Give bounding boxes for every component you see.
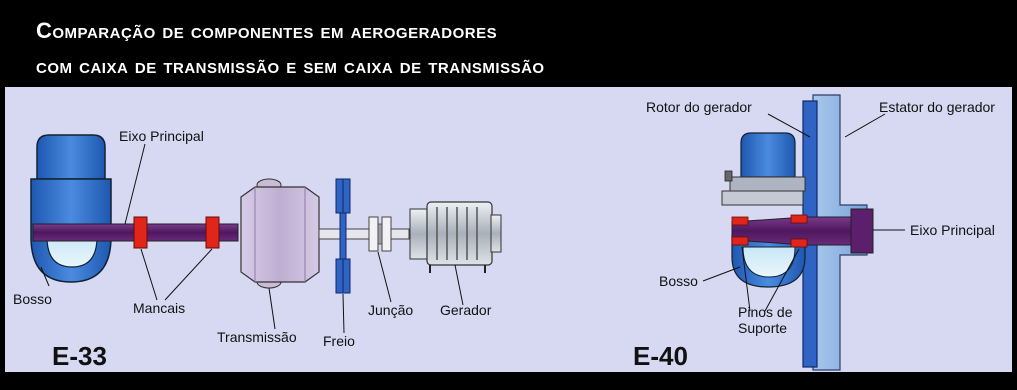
bottom-bar: [0, 372, 1017, 390]
hub-e40: [731, 234, 806, 288]
label-coupling: Junção: [368, 302, 413, 318]
label-brake: Freio: [323, 333, 355, 349]
label-support-pins-2: Suporte: [738, 320, 787, 336]
brake: [335, 178, 351, 294]
label-hub-e40: Bosso: [659, 273, 698, 289]
bearing-1: [133, 216, 148, 249]
label-generator-stator: Estator do gerador: [879, 99, 995, 115]
label-main-shaft-e40: Eixo Principal: [910, 222, 995, 238]
title-line-1: Comparação de componentes em aerogerador…: [36, 18, 498, 43]
title-bar: Comparação de componentes em aerogerador…: [0, 0, 1017, 87]
bearing-2: [205, 216, 220, 249]
label-generator: Gerador: [440, 302, 492, 318]
title-line-2: com caixa de transmissão e sem caixa de …: [36, 53, 545, 78]
nacelle: [721, 132, 806, 206]
code-e40: E-40: [633, 341, 688, 371]
e33-diagram: Eixo Principal Bosso Mancais Transmissão…: [13, 128, 502, 371]
label-hub-e33: Bosso: [13, 291, 52, 307]
comparison-diagram: Eixo Principal Bosso Mancais Transmissão…: [13, 94, 995, 371]
generator: [409, 201, 502, 273]
label-gearbox: Transmissão: [217, 329, 297, 345]
output-shaft: [318, 228, 410, 240]
label-bearings: Mancais: [133, 300, 185, 316]
coupling: [368, 216, 392, 252]
diagram-panel: Eixo Principal Bosso Mancais Transmissão…: [5, 87, 1012, 372]
e33-leader-lines: [40, 143, 464, 334]
e40-diagram: Rotor do gerador Estator do gerador Eixo…: [633, 94, 995, 371]
gearbox: [240, 178, 320, 289]
hub: [30, 134, 112, 283]
code-e33: E-33: [52, 341, 107, 371]
label-main-shaft-e33: Eixo Principal: [119, 128, 204, 144]
e40-leader-lines: [702, 113, 905, 312]
label-support-pins-1: Pinos de: [738, 304, 793, 320]
support-pins: [731, 214, 808, 248]
shaft-flange: [850, 208, 874, 254]
label-generator-rotor: Rotor do gerador: [646, 99, 752, 115]
